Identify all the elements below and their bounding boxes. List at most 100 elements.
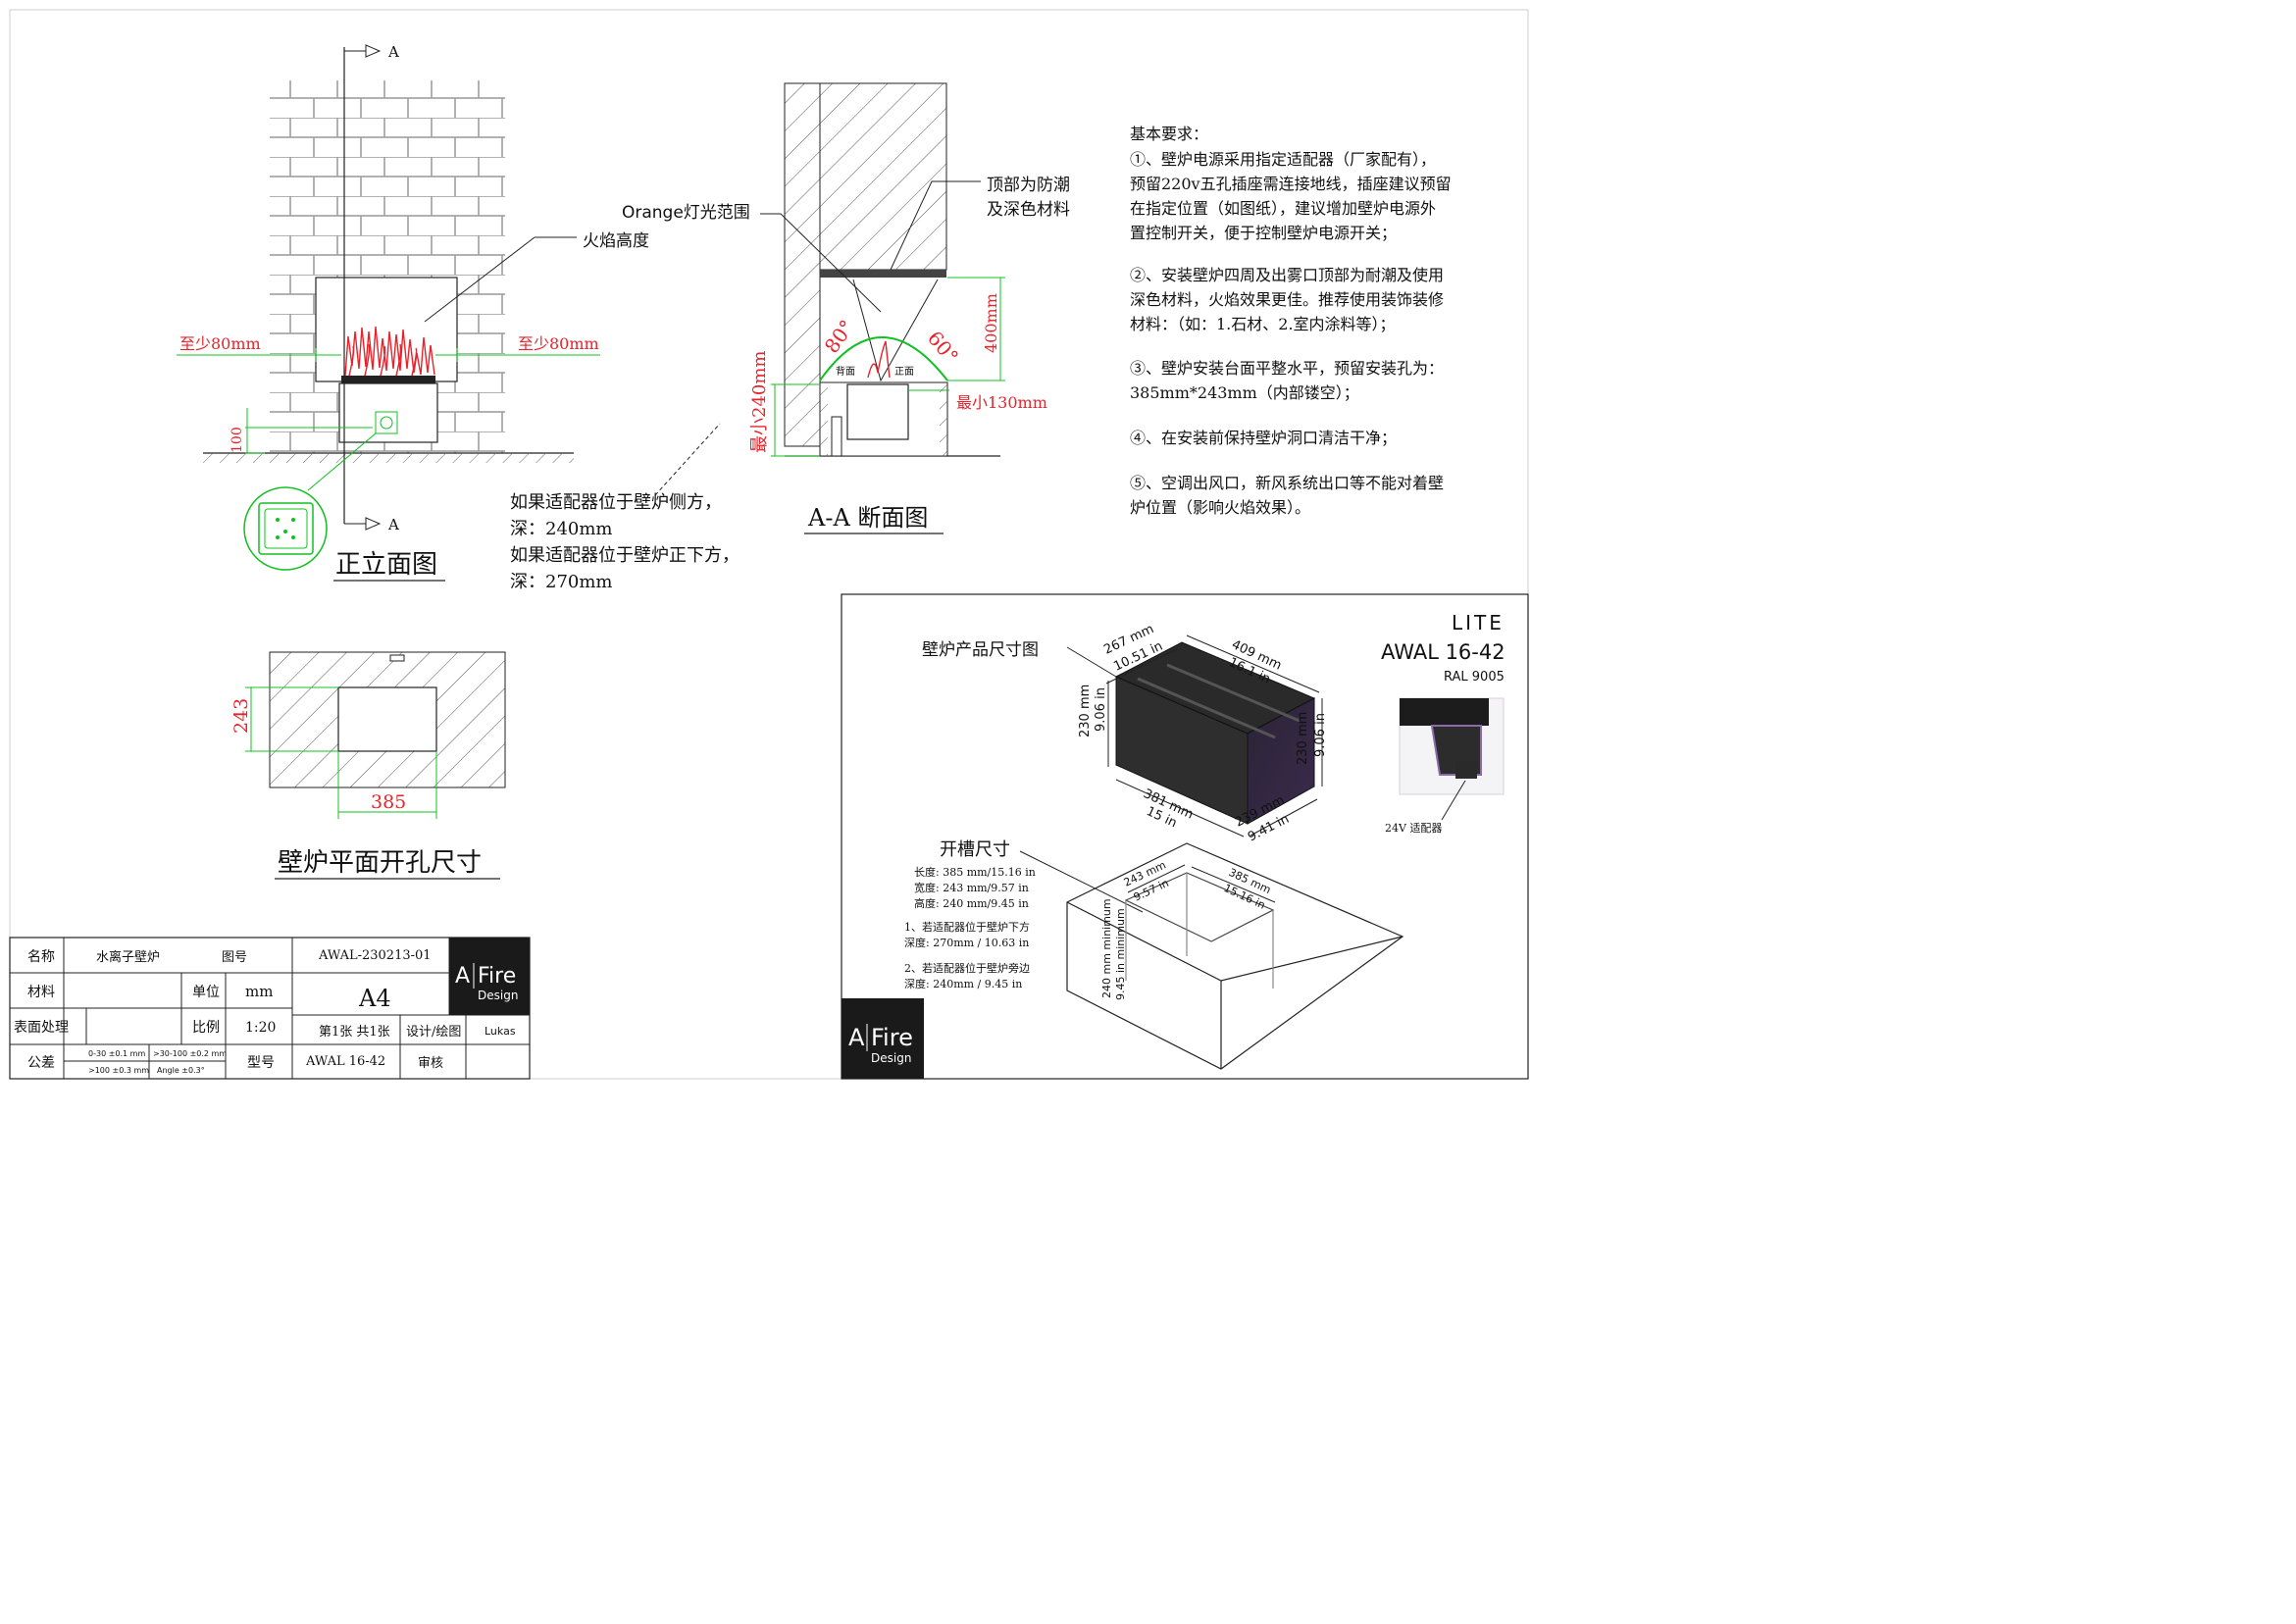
- requirement-line: 炉位置（影响火焰效果）。: [1130, 498, 1310, 517]
- requirement-line: 在指定位置（如图纸），建议增加壁炉电源外: [1130, 199, 1436, 218]
- leader-orange: [760, 213, 882, 313]
- section-flame: [867, 340, 891, 379]
- adapter-inset: [1399, 697, 1505, 821]
- angle-left-label: 80°: [820, 316, 859, 358]
- angle-arc: [819, 336, 948, 381]
- requirement-line: 置控制开关，便于控制壁炉电源开关；: [1130, 224, 1397, 242]
- adapter-note-line4: 深：270mm: [510, 572, 613, 592]
- requirement-line: ②、安装壁炉四周及出雾口顶部为耐潮及使用: [1130, 266, 1444, 284]
- tb-tolerance-label: 公差: [27, 1055, 55, 1071]
- leader-top-material: [890, 180, 981, 271]
- min-side-label: 最小130mm: [956, 393, 1047, 412]
- tb-logo-a: A: [455, 964, 470, 989]
- tb-name-value: 水离子壁炉: [96, 949, 160, 965]
- wall-upper: [819, 82, 947, 271]
- flame-graphic: [344, 326, 435, 377]
- section-view-title: A-A 断面图: [807, 504, 928, 532]
- section-arrow-top: [344, 44, 382, 58]
- tb-tol2: >30-100 ±0.2 mm: [153, 1049, 227, 1058]
- plan-view-title: 壁炉平面开孔尺寸: [278, 848, 482, 878]
- adapter-cabinet: [338, 382, 438, 443]
- tb-tol3: >100 ±0.3 mm: [88, 1066, 149, 1075]
- slot-note1a: 1、若适配器位于壁炉下方: [904, 920, 1030, 934]
- slot-dim-height-in: 9.45 in minimum: [1114, 908, 1127, 1000]
- plan-height-dim: 243: [230, 698, 252, 734]
- brand-model: AWAL 16-42: [1381, 640, 1505, 664]
- tb-tol4: Angle ±0.3°: [157, 1066, 205, 1075]
- angle-right-label: 60°: [923, 327, 963, 369]
- leader-flame: [424, 236, 536, 323]
- tb-design-label: 设计/绘图: [406, 1025, 461, 1040]
- tb-drawing-no: AWAL-230213-01: [318, 948, 432, 963]
- tb-paper-size: A4: [358, 985, 391, 1012]
- left-clearance-label: 至少80mm: [179, 334, 261, 353]
- top-moisture-board: [820, 270, 946, 278]
- panel-logo: A Fire Design: [842, 998, 924, 1079]
- tb-surface-label: 表面处理: [14, 1020, 69, 1036]
- tb-drawing-no-label: 图号: [222, 950, 247, 965]
- adapter-note-line1: 如果适配器位于壁炉侧方，: [510, 492, 722, 513]
- front-label: 正面: [894, 367, 914, 378]
- brand-ral: RAL 9005: [1444, 670, 1505, 685]
- requirements-block: 基本要求： ①、壁炉电源采用指定适配器（厂家配有）， 预留220v五孔插座需连接…: [1130, 125, 1452, 517]
- slot-height: 高度: 240 mm/9.45 in: [914, 896, 1029, 910]
- top-material-line1: 顶部为防潮: [987, 176, 1070, 195]
- requirement-line: 深色材料，火焰效果更佳。推荐使用装饰装修: [1130, 290, 1444, 309]
- requirement-line: ④、在安装前保持壁炉洞口清洁干净；: [1130, 429, 1397, 447]
- floor-hatch: [203, 453, 574, 463]
- panel-logo-fire: Fire: [871, 1024, 913, 1051]
- tb-material-label: 材料: [27, 985, 55, 1000]
- right-clearance-label: 至少80mm: [518, 334, 599, 353]
- slot-width: 宽度: 243 mm/9.57 in: [914, 881, 1029, 894]
- tb-review-label: 审核: [418, 1056, 443, 1071]
- fireplace-unit-section: [846, 383, 909, 440]
- tb-unit-value: mm: [245, 983, 273, 1000]
- requirements-heading: 基本要求：: [1130, 125, 1208, 143]
- socket-height-label: 100: [230, 427, 245, 453]
- plan-view: 243 385 壁炉平面开孔尺寸: [230, 651, 506, 880]
- tb-model-label: 型号: [247, 1055, 275, 1071]
- socket-detail: [258, 502, 314, 555]
- height-above-label: 400mm: [982, 293, 1000, 353]
- tb-sheet-value: 第1张 共1张: [319, 1025, 390, 1040]
- requirement-line: ③、壁炉安装台面平整水平，预留安装孔为：: [1130, 359, 1444, 378]
- tb-name-label: 名称: [27, 949, 55, 965]
- title-block: 名称 水离子壁炉 图号 AWAL-230213-01 材料 单位 mm A4 表…: [9, 937, 531, 1080]
- orange-light-label: Orange灯光范围: [622, 203, 750, 223]
- sheet-border: [9, 9, 1529, 1080]
- section-arrow-bottom: [344, 517, 382, 531]
- requirement-line: 材料：（如：1.石材、2.室内涂料等）；: [1130, 315, 1396, 333]
- adapter-note-line3: 如果适配器位于壁炉正下方，: [510, 545, 740, 566]
- title-block-logo: A Fire Design: [449, 938, 530, 1015]
- light-range-lines: [852, 279, 939, 382]
- drawing-sheet: A A 火焰高度 至少80mm 至少80mm 100 正立面图: [9, 9, 1529, 1080]
- requirement-line: ①、壁炉电源采用指定适配器（厂家配有），: [1130, 150, 1436, 169]
- back-label: 背面: [836, 365, 855, 378]
- slot-dim-height-mm: 240 mm minimum: [1100, 898, 1113, 998]
- adapter-label: 24V 适配器: [1385, 822, 1442, 835]
- slot-note1b: 深度: 270mm / 10.63 in: [904, 936, 1029, 949]
- min-depth-label: 最小240mm: [749, 351, 770, 454]
- section-view: 背面 正面 80° 60° 400mm 最小240mm 最小130mm Oran…: [622, 82, 1070, 534]
- dim-height-left-mm: 230 mm: [1078, 685, 1093, 737]
- socket-small: [375, 411, 398, 434]
- panel-logo-design: Design: [871, 1051, 911, 1065]
- slot-box: [1066, 842, 1404, 1070]
- slot-length: 长度: 385 mm/15.16 in: [914, 865, 1036, 879]
- tb-designer: Lukas: [485, 1025, 516, 1038]
- tb-model-value: AWAL 16-42: [305, 1054, 385, 1069]
- section-marker-top: A: [387, 43, 399, 61]
- product-panel: LITE AWAL 16-42 RAL 9005 壁炉产品尺寸图 267 mm …: [841, 593, 1529, 1080]
- plan-cutout: [337, 686, 437, 752]
- tb-scale-label: 比例: [192, 1020, 220, 1036]
- requirement-line: 预留220v五孔插座需连接地线，插座建议预留: [1130, 175, 1452, 193]
- product-render: [1114, 641, 1316, 825]
- brand-lite: LITE: [1452, 611, 1505, 634]
- panel-logo-a: A: [848, 1024, 865, 1051]
- wall-left: [784, 82, 821, 447]
- slot-note2a: 2、若适配器位于壁炉旁边: [904, 961, 1030, 975]
- adapter-note-line2: 深：240mm: [510, 519, 613, 539]
- adapter-note: 如果适配器位于壁炉侧方， 深：240mm 如果适配器位于壁炉正下方， 深：270…: [510, 423, 740, 592]
- slot-title: 开槽尺寸: [940, 839, 1010, 860]
- tb-logo-fire: Fire: [478, 964, 516, 989]
